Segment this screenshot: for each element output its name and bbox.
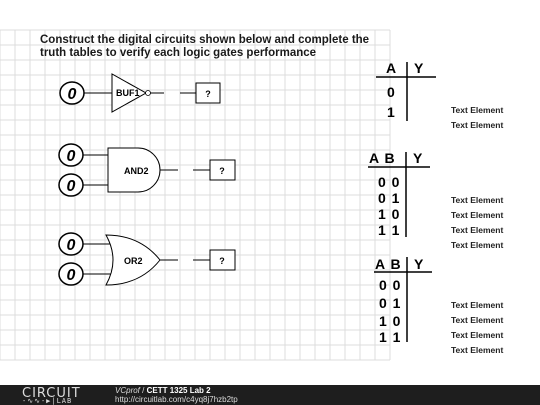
- or-gate-label: OR2: [124, 256, 143, 266]
- text-element[interactable]: Text Element: [451, 210, 504, 220]
- tt-buf-row: 1: [387, 104, 396, 120]
- or-circuit[interactable]: 0 0 OR2 ?: [58, 232, 236, 286]
- or-output-probe[interactable]: [209, 249, 236, 271]
- circuit-diagram: 0 BUF1 ? 0 0 AND2 ? 0: [58, 73, 236, 286]
- tt-and-row: 1 0: [378, 206, 401, 222]
- tt-or-header-output: Y: [414, 256, 425, 272]
- or-gate[interactable]: [105, 234, 161, 286]
- footer-author[interactable]: VCprof: [115, 386, 140, 395]
- circuitlab-logo-sub: -∿∿-▶|LAB: [22, 397, 72, 405]
- text-element[interactable]: Text Element: [451, 300, 504, 310]
- tt-and-header-output: Y: [413, 150, 424, 166]
- text-element[interactable]: Text Element: [451, 225, 504, 235]
- tt-and-row: 1 1: [378, 222, 401, 238]
- tt-or-row: 0 1: [379, 295, 402, 311]
- background-grid: [0, 29, 391, 361]
- or-output-value: ?: [219, 256, 225, 266]
- and-gate-label: AND2: [124, 166, 149, 176]
- text-element[interactable]: Text Element: [451, 315, 504, 325]
- footer-title: VCprof / CETT 1325 Lab 2: [115, 386, 211, 395]
- circuitlab-logo[interactable]: CIRCUIT: [22, 386, 81, 401]
- buffer-gate[interactable]: [111, 73, 148, 113]
- footer-url[interactable]: http://circuitlab.com/c4yq8j7hzb2tp: [115, 395, 238, 404]
- buf-output-value: ?: [205, 89, 211, 99]
- buf-circuit[interactable]: 0 BUF1 ?: [59, 73, 221, 113]
- text-element[interactable]: Text Element: [451, 240, 504, 250]
- text-element[interactable]: Text Element: [451, 345, 504, 355]
- resistor-icon: -∿∿-▶|: [22, 397, 57, 405]
- tt-and-header-input: A B: [369, 150, 396, 166]
- tt-and-row: 0 0: [378, 174, 401, 190]
- and-circuit[interactable]: 0 0 AND2 ?: [58, 143, 236, 197]
- tt-buf-row: 0: [387, 84, 396, 100]
- tt-or-row: 0 0: [379, 277, 402, 293]
- tt-buf-header-output: Y: [414, 60, 425, 76]
- buf-input-value: 0: [68, 86, 77, 103]
- footer-separator: /: [139, 386, 147, 395]
- logo-lab-text: LAB: [56, 397, 73, 405]
- schematic-canvas[interactable]: Construct the digital circuits shown bel…: [0, 0, 540, 385]
- buf-gate-label: BUF1: [116, 88, 140, 98]
- tt-and-row: 0 1: [378, 190, 401, 206]
- tt-or-row: 1 1: [379, 329, 402, 345]
- and-output-probe[interactable]: [209, 159, 236, 181]
- text-element[interactable]: Text Element: [451, 120, 504, 130]
- text-element[interactable]: Text Element: [451, 195, 504, 205]
- instructions-text: Construct the digital circuits shown bel…: [40, 34, 380, 60]
- text-element[interactable]: Text Element: [451, 105, 504, 115]
- text-element[interactable]: Text Element: [451, 330, 504, 340]
- and-input-b-value: 0: [67, 178, 76, 195]
- tt-or-row: 1 0: [379, 313, 402, 329]
- tt-buf-header-input: A: [386, 60, 398, 76]
- instructions-line-2: truth tables to verify each logic gates …: [40, 47, 317, 59]
- buf-output-probe[interactable]: [195, 82, 221, 104]
- footer-bar: CIRCUIT -∿∿-▶|LAB VCprof / CETT 1325 Lab…: [0, 385, 540, 405]
- and-input-a-value: 0: [67, 148, 76, 165]
- footer-project[interactable]: CETT 1325 Lab 2: [146, 386, 211, 395]
- truth-table-lines: [368, 62, 436, 342]
- or-input-a-value: 0: [67, 237, 76, 254]
- and-gate[interactable]: [107, 147, 161, 193]
- and-output-value: ?: [219, 166, 225, 176]
- or-input-b-value: 0: [67, 267, 76, 284]
- instructions-line-1: Construct the digital circuits shown bel…: [40, 34, 370, 46]
- tt-or-header-input: A B: [375, 256, 402, 272]
